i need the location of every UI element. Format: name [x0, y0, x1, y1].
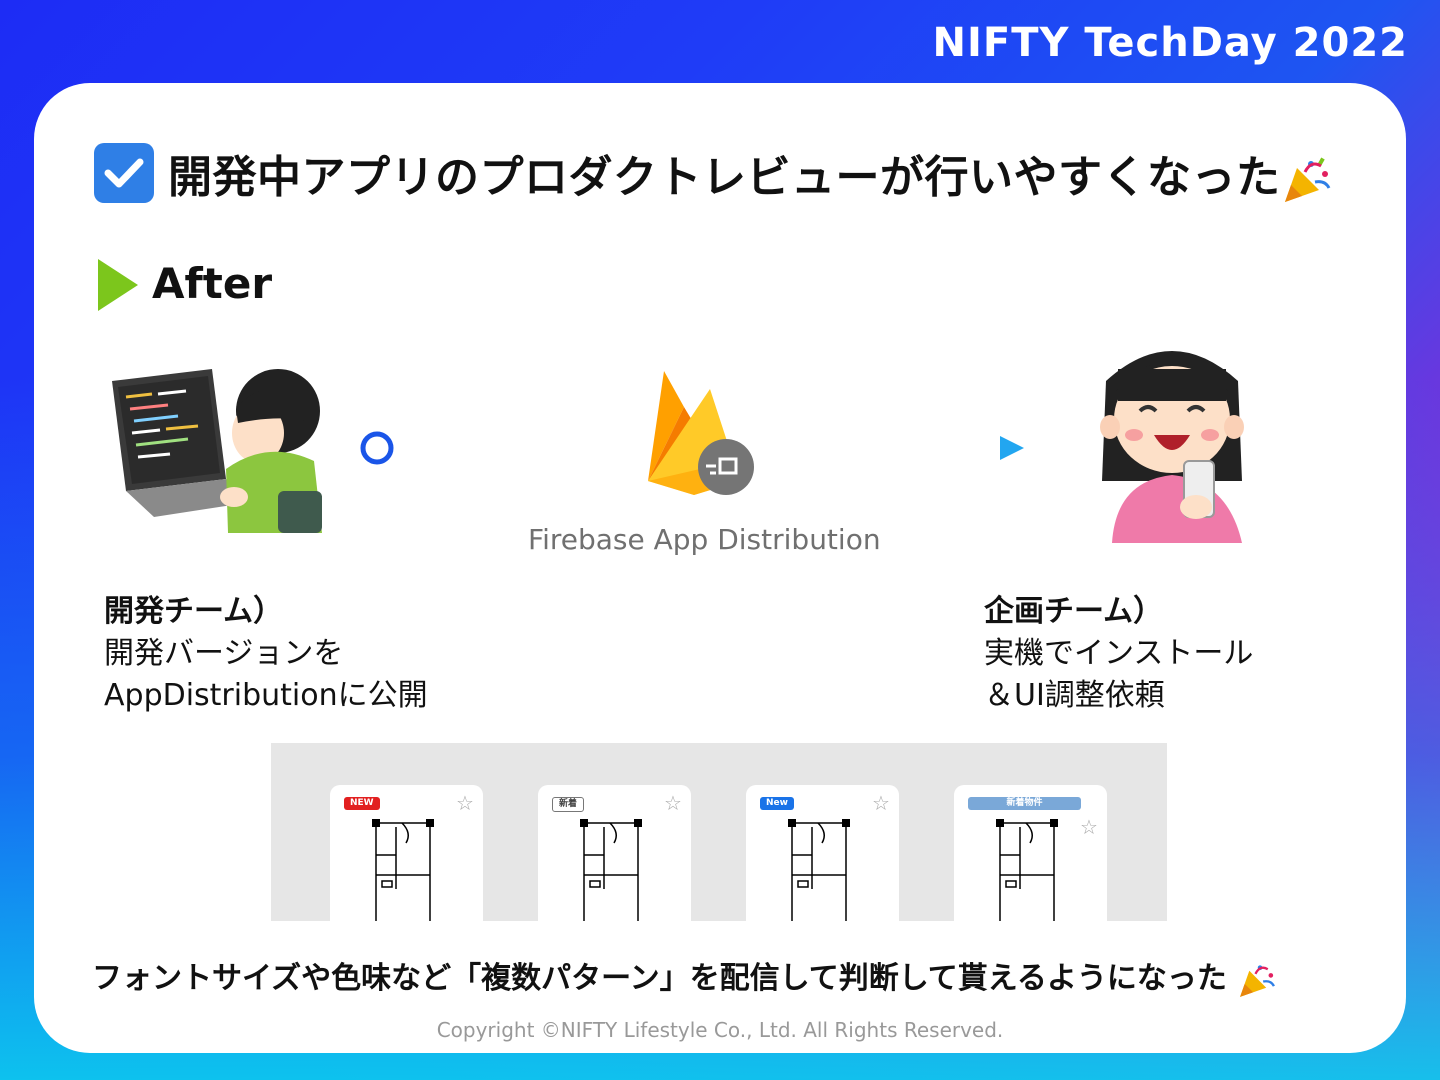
slide-card: 開発中アプリのプロダクトレビューが行いやすくなった After — [34, 83, 1406, 1053]
screen-variants-panel: NEW ☆ 新着 ☆ — [271, 743, 1167, 921]
floorplan-image — [996, 819, 1058, 921]
floorplan-image — [372, 819, 434, 921]
plan-team-heading: 企画チーム） — [984, 594, 1164, 629]
dev-team-heading: 開発チーム） — [104, 594, 284, 629]
favorite-star-icon: ☆ — [1080, 815, 1098, 839]
screen-variant-card: 新着物件 ☆ — [954, 785, 1107, 921]
bottom-message: フォントサイズや色味など「複数パターン」を配信して判断して貰えるようになった — [92, 953, 1277, 1000]
new-badge: NEW — [344, 797, 380, 810]
floorplan-image — [580, 819, 642, 921]
firebase-label: Firebase App Distribution — [528, 523, 881, 556]
dev-team-line2: AppDistributionに公開 — [104, 678, 428, 713]
party-popper-icon — [1284, 157, 1330, 202]
slide-title-text: 開発中アプリのプロダクトレビューが行いやすくなった — [168, 152, 1281, 203]
floorplan-image — [788, 819, 850, 921]
new-badge: 新着物件 — [968, 797, 1081, 810]
favorite-star-icon: ☆ — [664, 791, 682, 815]
developer-illustration — [112, 369, 322, 533]
plan-team-line2: ＆UI調整依頼 — [984, 678, 1165, 713]
plan-team-description: 企画チーム） 実機でインストール ＆UI調整依頼 — [984, 591, 1253, 717]
favorite-star-icon: ☆ — [456, 791, 474, 815]
favorite-star-icon: ☆ — [872, 791, 890, 815]
screen-variant-card: 新着 ☆ — [538, 785, 691, 921]
checkbox-icon — [94, 143, 154, 203]
copyright-footer: Copyright ©NIFTY Lifestyle Co., Ltd. All… — [436, 1018, 1004, 1042]
section-label: After — [152, 259, 273, 308]
play-triangle-icon — [98, 259, 138, 311]
dev-team-line1: 開発バージョンを — [104, 636, 344, 671]
firebase-app-distribution-icon — [648, 371, 754, 495]
bottom-message-text: フォントサイズや色味など「複数パターン」を配信して判断して貰えるようになった — [92, 961, 1227, 996]
slide-title: 開発中アプリのプロダクトレビューが行いやすくなった — [168, 141, 1333, 206]
dev-team-description: 開発チーム） 開発バージョンを AppDistributionに公開 — [104, 591, 428, 717]
screen-variant-card: NEW ☆ — [330, 785, 483, 921]
party-popper-icon — [1240, 964, 1276, 997]
planner-illustration — [1100, 351, 1244, 543]
brand-logo: NIFTY TechDay 2022 — [932, 20, 1408, 66]
new-badge: New — [760, 797, 794, 810]
plan-team-line1: 実機でインストール — [984, 636, 1254, 671]
new-badge: 新着 — [552, 797, 585, 812]
screen-variant-card: New ☆ — [746, 785, 899, 921]
